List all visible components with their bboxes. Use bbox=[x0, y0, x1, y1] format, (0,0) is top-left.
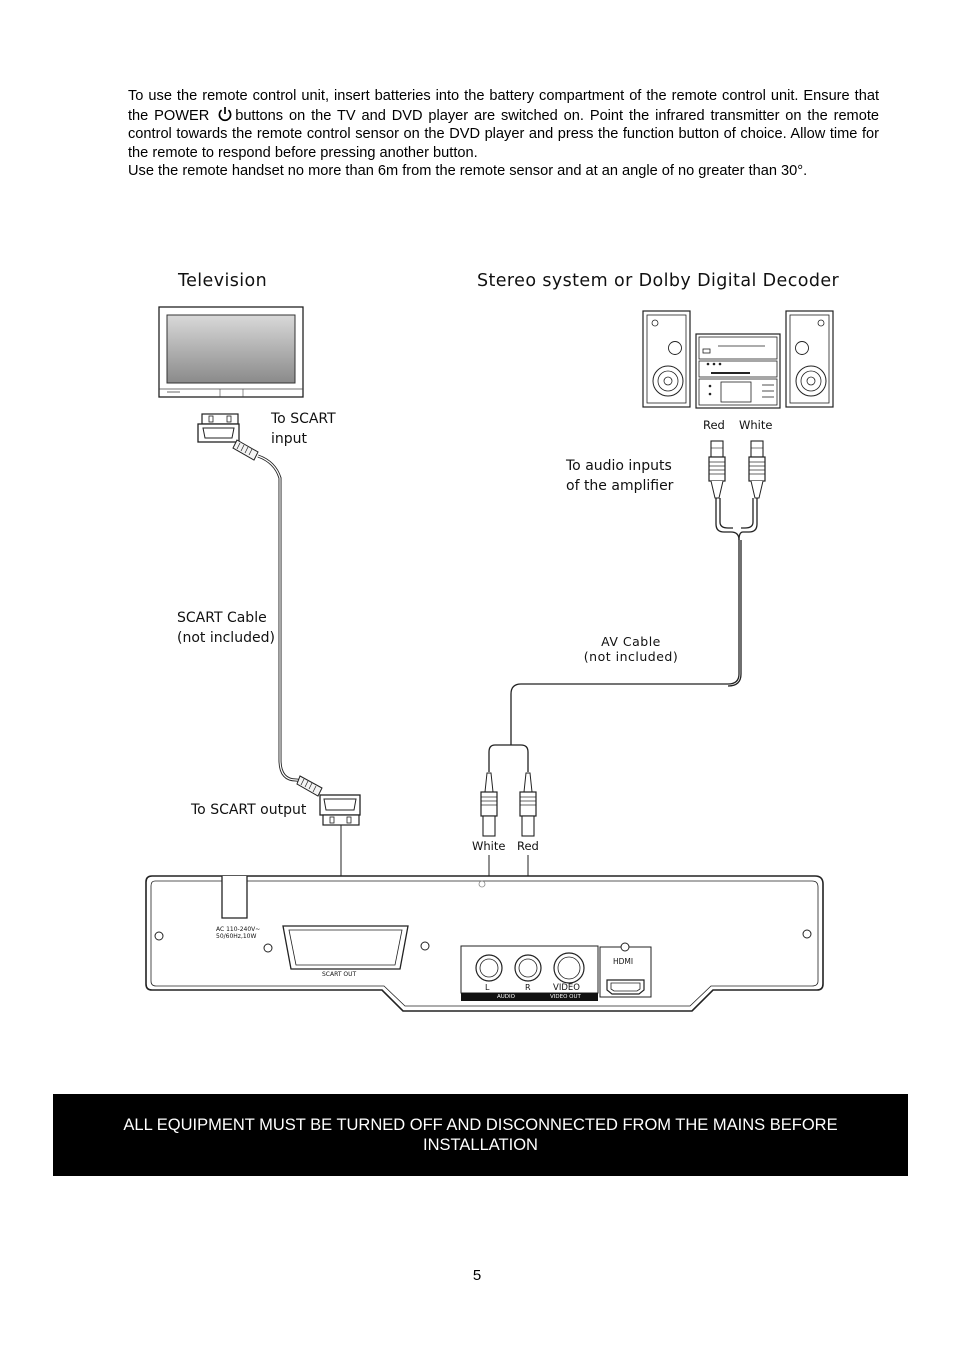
television-heading: Television bbox=[178, 271, 268, 291]
av-cable-label-line2: (not included) bbox=[583, 649, 679, 664]
rca-plugs-amplifier-end bbox=[708, 440, 766, 499]
power-rating-label: AC 110-240V~ 50/60Hz,10W bbox=[216, 926, 260, 940]
intro-text-part-2: buttons on the TV and DVD player are swi… bbox=[128, 107, 880, 161]
hdmi-label: HDMI bbox=[613, 957, 634, 966]
amp-white-label: White bbox=[739, 418, 773, 432]
intro-text: To use the remote control unit, insert b… bbox=[128, 87, 879, 181]
power-rating-line1: AC 110-240V~ bbox=[216, 926, 261, 933]
jack-video-label: VIDEO bbox=[553, 983, 580, 993]
av-cable bbox=[488, 498, 758, 772]
player-red-label: Red bbox=[517, 839, 539, 853]
audio-strip-label: AUDIO bbox=[497, 994, 515, 1000]
av-cable-label: AV Cable (not included) bbox=[571, 634, 691, 664]
power-rating-line2: 50/60Hz,10W bbox=[216, 933, 257, 940]
intro-text-part-1: To use the remote control unit, insert b… bbox=[128, 88, 879, 124]
scart-cable-label-line2: (not included) bbox=[177, 630, 275, 646]
scart-input-label: To SCART input bbox=[271, 409, 336, 449]
warning-text: ALL EQUIPMENT MUST BE TURNED OFF AND DIS… bbox=[123, 1116, 838, 1154]
intro-paragraph-1: To use the remote control unit, insert b… bbox=[128, 87, 879, 162]
scart-plug-player-end bbox=[296, 775, 361, 826]
scart-out-label: SCART OUT bbox=[322, 971, 357, 978]
stereo-heading: Stereo system or Dolby Digital Decoder bbox=[477, 271, 840, 291]
video-out-strip-label: VIDEO OUT bbox=[550, 994, 581, 1000]
page-number: 5 bbox=[472, 1267, 482, 1284]
amp-red-label: Red bbox=[703, 418, 725, 432]
television-illustration bbox=[158, 306, 304, 398]
av-cable-label-line1: AV Cable bbox=[601, 634, 661, 649]
scart-input-label-line2: input bbox=[271, 431, 308, 447]
jack-r-label: R bbox=[525, 983, 531, 992]
dvd-player-rear-panel bbox=[145, 875, 824, 1012]
stereo-system-illustration bbox=[642, 310, 834, 409]
amp-inputs-label-line2: of the amplifier bbox=[566, 478, 674, 494]
scart-plug-tv-end bbox=[197, 413, 259, 461]
rca-plugs-player-end bbox=[480, 772, 537, 837]
power-icon bbox=[218, 106, 232, 121]
jack-l-label: L bbox=[485, 983, 490, 992]
scart-input-label-line1: To SCART bbox=[271, 411, 336, 427]
intro-paragraph-2: Use the remote handset no more than 6m f… bbox=[128, 163, 808, 180]
warning-banner: ALL EQUIPMENT MUST BE TURNED OFF AND DIS… bbox=[53, 1094, 908, 1176]
amp-inputs-label-line1: To audio inputs bbox=[566, 458, 672, 474]
player-white-label: White bbox=[472, 839, 506, 853]
scart-output-label: To SCART output bbox=[191, 802, 307, 818]
amp-inputs-label: To audio inputs of the amplifier bbox=[566, 456, 673, 496]
scart-cable-label: SCART Cable (not included) bbox=[177, 608, 275, 648]
scart-cable-label-line1: SCART Cable bbox=[177, 610, 267, 626]
